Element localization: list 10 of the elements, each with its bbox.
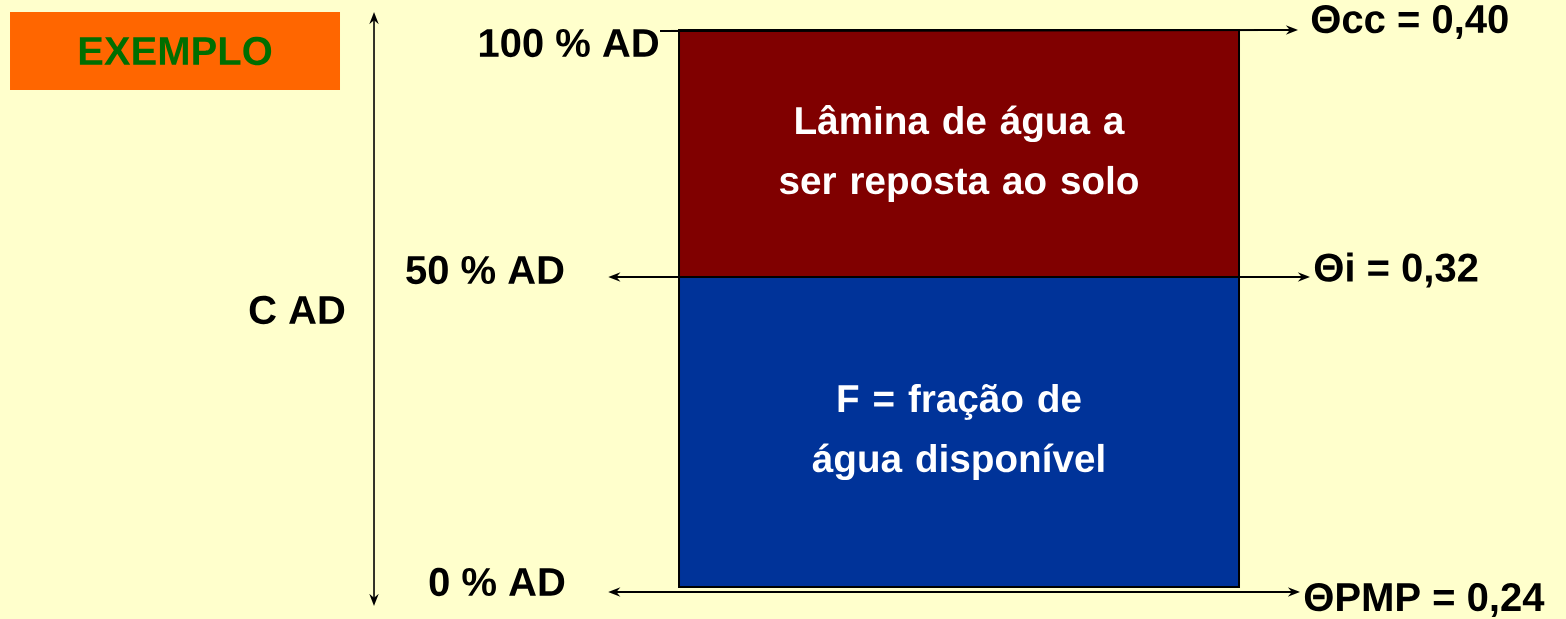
water-layer-box: F = fração de água disponível (678, 276, 1240, 588)
title-box: EXEMPLO (10, 12, 340, 90)
level-label: 100 % AD (479, 28, 658, 58)
dimension-label: C AD (249, 295, 345, 325)
moisture-value: Θi = 0,32 (1314, 252, 1478, 288)
water-layer-box: Lâmina de água a ser reposta ao solo (678, 29, 1240, 278)
level-label: 50 % AD (406, 255, 564, 285)
moisture-value: ΘPMP = 0,24 (1304, 582, 1545, 618)
level-label: 0 % AD (429, 567, 565, 597)
moisture-value: Θcc = 0,40 (1311, 4, 1508, 40)
